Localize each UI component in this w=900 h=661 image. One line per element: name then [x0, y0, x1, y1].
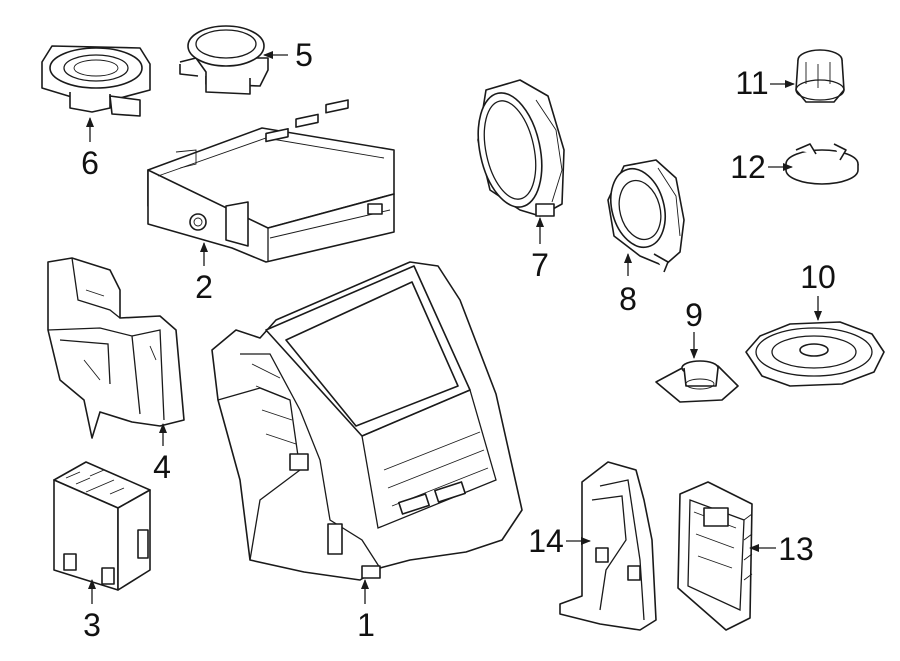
callout-10: 10 [800, 259, 836, 295]
part-4-bracket [47, 257, 185, 439]
part-12-clip [785, 143, 859, 185]
callout-6: 6 [81, 145, 99, 181]
callout-12: 12 [730, 149, 766, 185]
callout-8: 8 [619, 281, 637, 317]
callout-14: 14 [528, 523, 564, 559]
part-7-speaker [477, 79, 565, 217]
part-8-speaker [607, 159, 685, 273]
part-5-speaker [179, 25, 269, 95]
part-14-bracket [559, 461, 657, 631]
callout-9: 9 [685, 297, 703, 333]
part-2-radio-receiver [147, 99, 395, 263]
callout-2: 2 [195, 269, 213, 305]
callout-1: 1 [357, 607, 375, 643]
part-9-tweeter [655, 360, 739, 403]
part-6-speaker-mount [41, 45, 151, 117]
part-13-module [677, 481, 753, 631]
callout-5: 5 [295, 37, 313, 73]
part-11-ring [795, 49, 845, 103]
callout-13: 13 [778, 531, 814, 567]
part-1-display-console [211, 261, 523, 581]
part-3-module [53, 461, 151, 591]
callout-7: 7 [531, 247, 549, 283]
callout-labels: 1 2 3 4 5 6 7 8 9 10 11 12 13 14 [81, 37, 836, 643]
leader-arrows [86, 51, 822, 604]
callout-11: 11 [735, 65, 768, 101]
part-10-oval-speaker [745, 321, 885, 387]
callout-4: 4 [153, 449, 171, 485]
callout-3: 3 [83, 607, 101, 643]
